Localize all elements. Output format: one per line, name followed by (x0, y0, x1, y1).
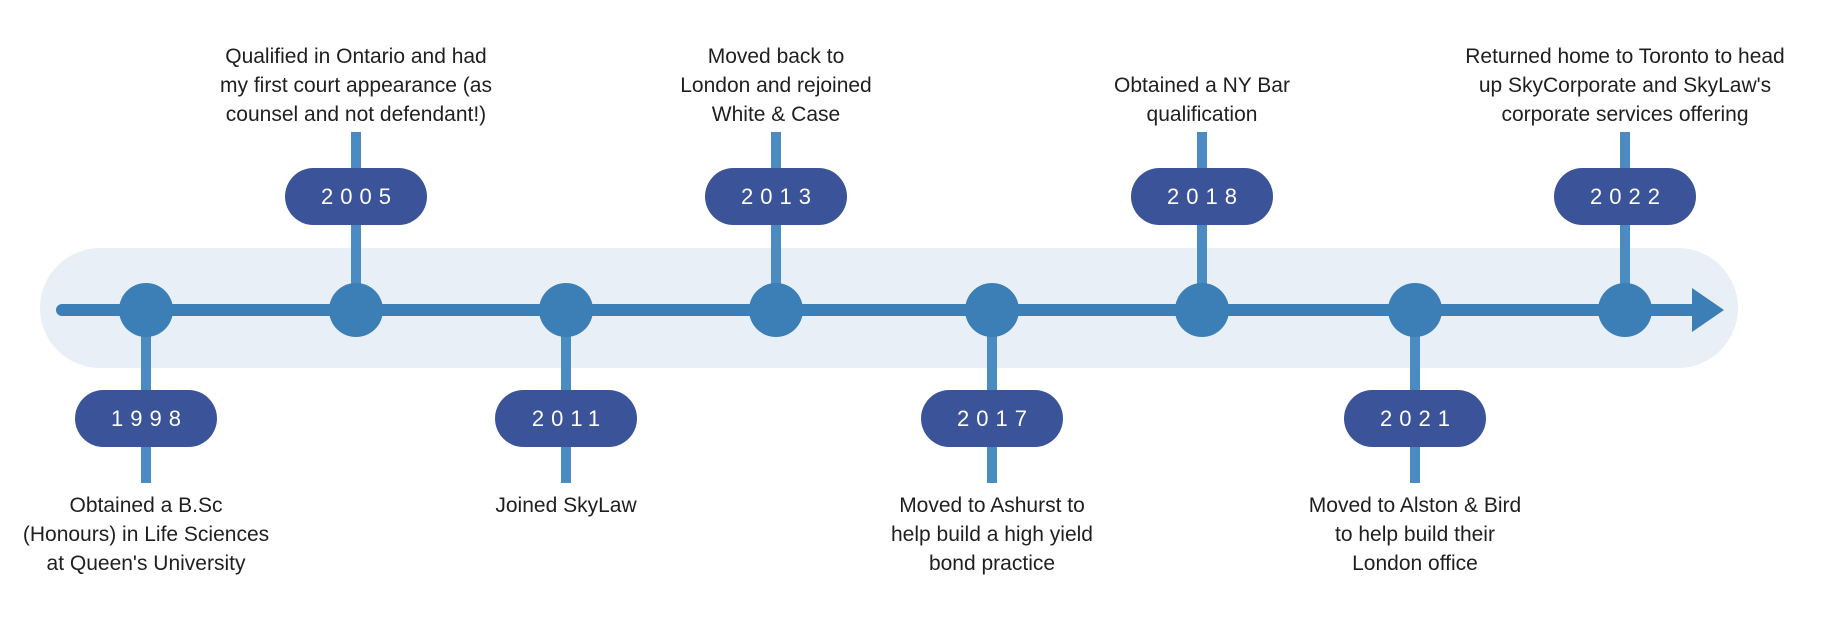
event-dot (329, 283, 383, 337)
event-dot (1175, 283, 1229, 337)
year-pill-label: 1998 (111, 405, 188, 431)
arrow-right-icon (1692, 288, 1724, 332)
event-description: Returned home to Toronto to head up SkyC… (1465, 45, 1785, 127)
year-pill-label: 2017 (957, 405, 1034, 431)
year-pill-label: 2018 (1167, 183, 1244, 209)
year-pill: 2013 (705, 168, 847, 225)
event-dot (749, 283, 803, 337)
year-pill: 2018 (1131, 168, 1273, 225)
year-pill: 1998 (75, 390, 217, 447)
year-pill: 2017 (921, 390, 1063, 447)
year-pill: 2005 (285, 168, 427, 225)
year-pill: 2021 (1344, 390, 1486, 447)
event-description: Moved to Alston & Bird to help build the… (1308, 494, 1522, 575)
timeline-axis-line (56, 304, 1700, 316)
event-description: Moved to Ashurst to help build a high yi… (891, 494, 1093, 575)
year-pill: 2011 (495, 390, 637, 447)
event-description: Qualified in Ontario and had my first co… (220, 45, 492, 127)
year-pill-label: 2022 (1590, 183, 1667, 209)
event-dot (1388, 283, 1442, 337)
event-description: Obtained a NY Bar qualification (1114, 74, 1290, 127)
event-dot (965, 283, 1019, 337)
event-dot (1598, 283, 1652, 337)
year-pill-label: 2005 (321, 183, 398, 209)
year-pill-label: 2013 (741, 183, 818, 209)
event-description: Joined SkyLaw (495, 494, 637, 517)
year-pill: 2022 (1554, 168, 1696, 225)
year-pill-label: 2021 (1380, 405, 1457, 431)
event-dot (119, 283, 173, 337)
event-description: Moved back to London and rejoined White … (680, 45, 872, 127)
event-dot (539, 283, 593, 337)
event-description: Obtained a B.Sc (Honours) in Life Scienc… (22, 494, 270, 575)
year-pill-label: 2011 (531, 405, 608, 431)
